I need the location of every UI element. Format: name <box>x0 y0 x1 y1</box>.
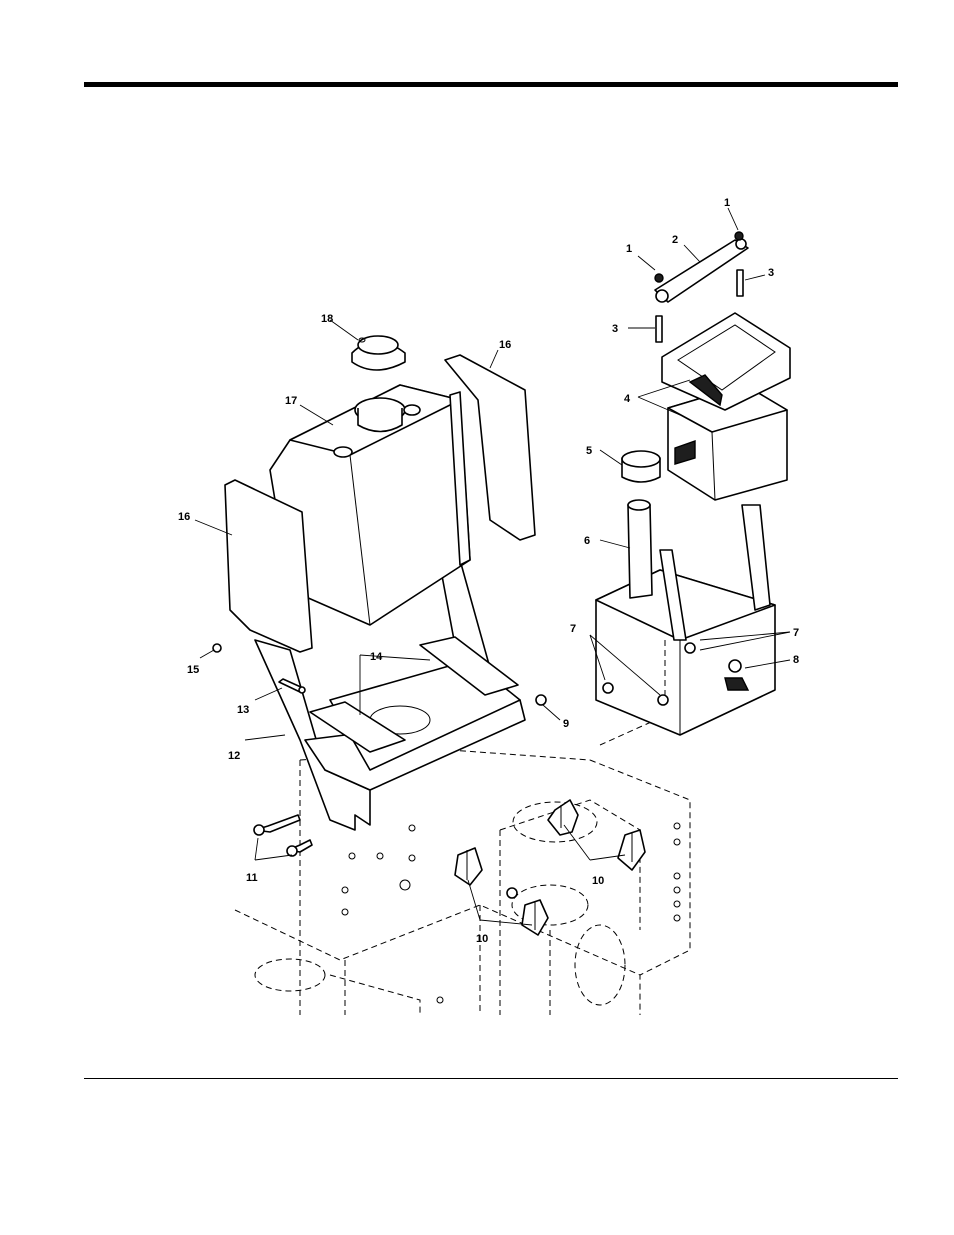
callout-7: 7 <box>570 623 576 635</box>
callout-5: 5 <box>586 445 592 457</box>
callout-18: 18 <box>321 313 333 325</box>
fuel-cap <box>352 336 405 370</box>
callout-8: 8 <box>793 654 799 666</box>
vent-tube <box>628 500 652 598</box>
callout-4: 4 <box>624 393 631 405</box>
callout-10: 10 <box>592 875 604 887</box>
callout-14: 14 <box>370 651 383 663</box>
callout-13: 13 <box>237 704 249 716</box>
callout-17: 17 <box>285 395 297 407</box>
battery-cover <box>662 313 790 410</box>
callout-6: 6 <box>584 535 590 547</box>
vent-cap <box>622 451 660 482</box>
callout-1: 1 <box>626 243 632 255</box>
callout-3: 3 <box>612 323 618 335</box>
callout-9: 9 <box>563 718 569 730</box>
callout-1: 1 <box>724 197 730 209</box>
callout-2: 2 <box>672 234 678 246</box>
mounting-bolts <box>455 800 645 935</box>
callout-15: 15 <box>187 664 199 676</box>
callout-11: 11 <box>246 872 258 884</box>
callout-3: 3 <box>768 267 774 279</box>
callout-7: 7 <box>793 627 799 639</box>
callout-10: 10 <box>476 933 488 945</box>
battery-box-assembly <box>596 505 775 735</box>
callout-16: 16 <box>499 339 511 351</box>
callout-16: 16 <box>178 511 190 523</box>
callout-12: 12 <box>228 750 240 762</box>
